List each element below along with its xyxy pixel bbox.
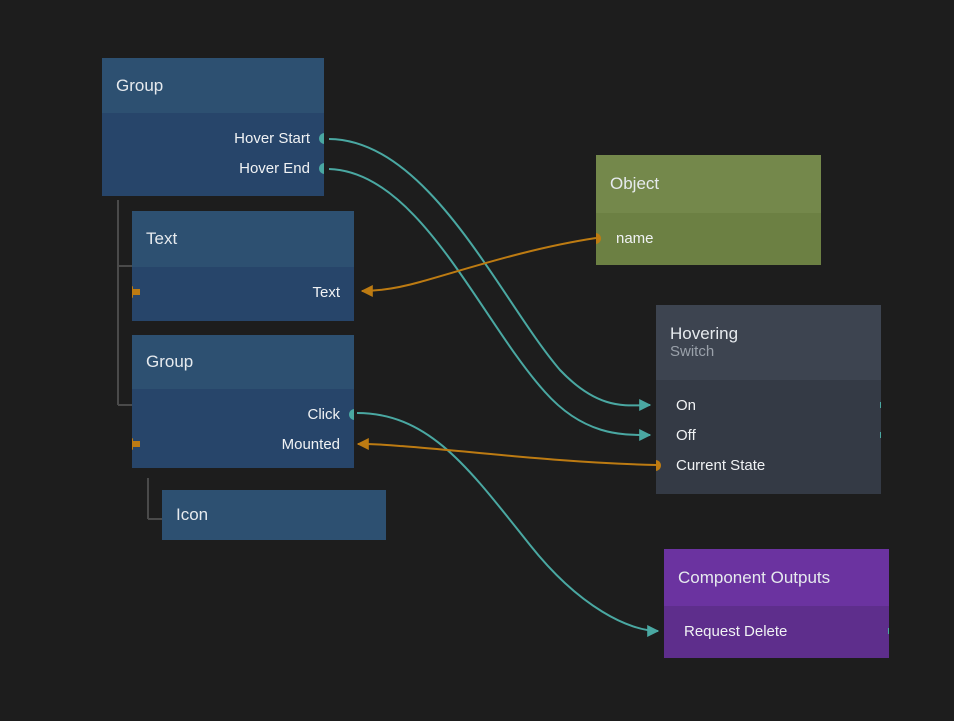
node-title: Object: [610, 174, 660, 194]
port-label: On: [676, 396, 697, 414]
port-arrow-right-icon[interactable]: [880, 398, 881, 412]
node-icon-node[interactable]: Icon: [162, 490, 386, 540]
node-title: Component Outputs: [678, 567, 831, 587]
port-label: Mounted: [281, 435, 340, 453]
node-title: Group: [116, 75, 164, 95]
port-hover-start[interactable]: Hover Start: [102, 123, 324, 153]
port-arrow-right-icon[interactable]: [880, 428, 881, 442]
node-header-group-root[interactable]: Group: [102, 58, 324, 113]
port-dot-teal-icon[interactable]: [319, 132, 324, 144]
port-label: Hover Start: [234, 129, 310, 147]
port-label: Text: [312, 283, 340, 301]
port-label: Request Delete: [684, 622, 788, 640]
edge-name-to-text[interactable]: [360, 237, 597, 297]
node-subtitle: Switch: [670, 343, 715, 361]
port-dot-teal-icon[interactable]: [319, 162, 324, 174]
node-title: Group: [146, 352, 194, 372]
edge-current-state-to-mounted[interactable]: [356, 438, 657, 466]
port-arrow-left-icon[interactable]: [132, 285, 140, 299]
port-name[interactable]: name: [596, 223, 821, 253]
port-current-state[interactable]: Current State: [656, 450, 881, 480]
node-body-object-node: name: [596, 213, 821, 265]
node-header-text-node[interactable]: Text: [132, 211, 354, 267]
port-label: Off: [676, 426, 696, 444]
port-label: Current State: [676, 456, 766, 474]
port-dot-teal-icon[interactable]: [349, 408, 354, 420]
port-request-delete[interactable]: Request Delete: [664, 616, 889, 646]
port-dot-orange-icon[interactable]: [596, 232, 601, 244]
node-title: Icon: [176, 505, 209, 525]
node-body-component-outputs-node: Request Delete: [664, 606, 889, 658]
node-object-node[interactable]: Object name: [596, 155, 821, 265]
port-hover-end[interactable]: Hover End: [102, 153, 324, 183]
node-title: Text: [146, 229, 178, 249]
port-label: Hover End: [239, 159, 310, 177]
port-arrow-left-icon[interactable]: [132, 437, 140, 451]
edge-click-to-request-delete[interactable]: [356, 412, 660, 637]
port-mounted[interactable]: Mounted: [132, 429, 354, 459]
node-header-group-child[interactable]: Group: [132, 335, 354, 389]
node-title: Hovering: [670, 323, 739, 343]
port-arrow-right-icon[interactable]: [888, 624, 889, 638]
port-label: name: [616, 229, 654, 247]
port-click[interactable]: Click: [132, 399, 354, 429]
node-header-object-node[interactable]: Object: [596, 155, 821, 213]
port-label: Click: [307, 405, 341, 423]
port-text[interactable]: Text: [132, 277, 354, 307]
node-header-component-outputs-node[interactable]: Component Outputs: [664, 549, 889, 606]
node-header-icon-node[interactable]: Icon: [162, 490, 386, 540]
port-dot-orange-icon[interactable]: [656, 459, 661, 471]
port-off[interactable]: Off: [656, 420, 881, 450]
node-body-text-node: Text: [132, 267, 354, 321]
port-on[interactable]: On: [656, 390, 881, 420]
